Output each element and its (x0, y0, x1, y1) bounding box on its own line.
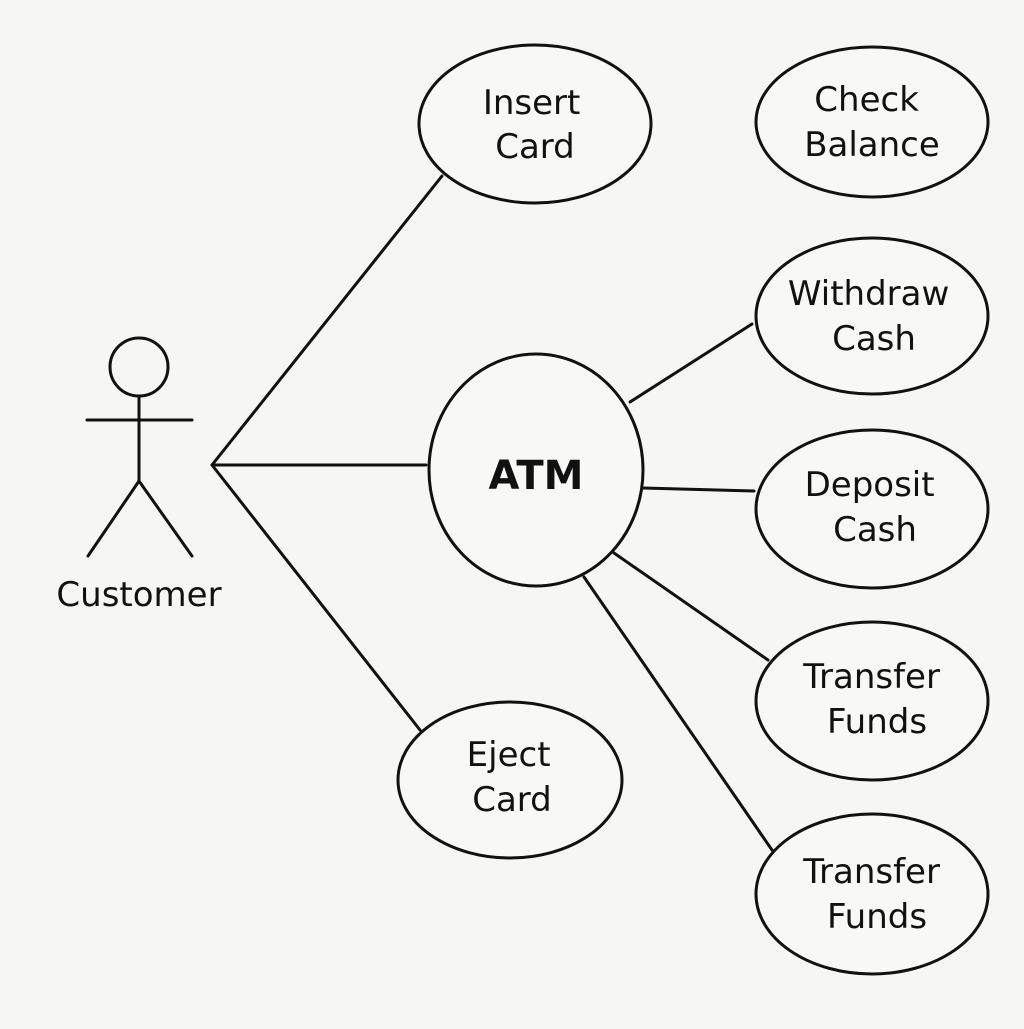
transfer-funds-1-ellipse (754, 620, 990, 782)
withdraw-cash-line-2: Cash (832, 319, 916, 359)
line-atm-transfer-funds-1 (612, 551, 770, 662)
transfer-funds-1-line-1: Transfer (802, 657, 940, 697)
insert-card-line-1: Insert (483, 83, 581, 123)
check-balance-line-2: Balance (804, 125, 940, 165)
transfer-funds-2-label: Transfer Funds (802, 852, 951, 937)
transfer-funds-2-line-1: Transfer (802, 852, 940, 892)
insert-card-line-2: Card (495, 127, 575, 167)
actor-label: Customer (56, 575, 221, 615)
transfer-funds-2-ellipse (754, 812, 990, 976)
withdraw-cash-label: Withdraw Cash (788, 274, 960, 359)
transfer-funds-2-line-2: Funds (827, 897, 927, 937)
line-atm-withdraw-cash (628, 322, 754, 404)
transfer-funds-1-label: Transfer Funds (802, 657, 951, 742)
atm-system: ATM (427, 352, 645, 588)
use-case-transfer-funds-2: Transfer Funds (754, 812, 990, 976)
deposit-cash-line-2: Cash (833, 510, 917, 550)
deposit-cash-ellipse (754, 428, 990, 590)
eject-card-label: Eject Card (467, 735, 562, 820)
line-atm-deposit-cash (641, 486, 756, 493)
check-balance-label: Check Balance (804, 80, 940, 165)
eject-card-line-1: Eject (467, 735, 551, 775)
transfer-funds-1-line-2: Funds (827, 702, 927, 742)
withdraw-cash-line-1: Withdraw (788, 274, 949, 314)
line-actor-eject-card (210, 463, 422, 732)
line-actor-insert-card (210, 174, 444, 467)
line-atm-transfer-funds-2 (582, 575, 774, 852)
customer-actor: Customer (56, 336, 222, 615)
use-case-transfer-funds-1: Transfer Funds (754, 620, 990, 782)
eject-card-line-2: Card (472, 780, 552, 820)
use-case-insert-card: Insert Card (417, 43, 653, 205)
insert-card-ellipse (417, 43, 653, 205)
actor-head (108, 336, 170, 398)
actor-right-leg (137, 479, 194, 558)
deposit-cash-label: Deposit Cash (805, 465, 946, 550)
use-case-deposit-cash: Deposit Cash (754, 428, 990, 590)
check-balance-ellipse (754, 45, 990, 199)
atm-ellipse (427, 352, 645, 588)
atm-label: ATM (489, 453, 584, 499)
withdraw-cash-ellipse (754, 236, 990, 396)
use-case-check-balance: Check Balance (754, 45, 990, 199)
use-case-withdraw-cash: Withdraw Cash (754, 236, 990, 396)
connectors (210, 174, 774, 852)
actor-left-leg (86, 479, 141, 558)
check-balance-line-1: Check (814, 80, 919, 120)
use-case-eject-card: Eject Card (396, 700, 624, 860)
deposit-cash-line-1: Deposit (805, 465, 935, 505)
eject-card-ellipse (396, 700, 624, 860)
insert-card-label: Insert Card (483, 83, 591, 167)
